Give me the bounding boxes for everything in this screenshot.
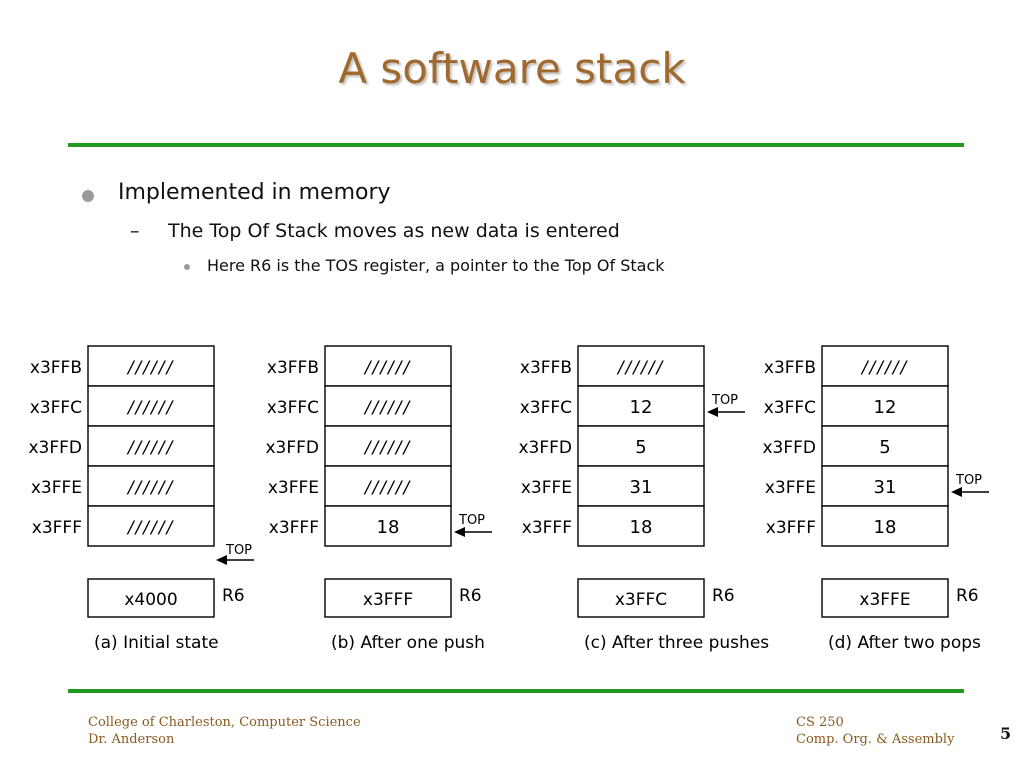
memory-cell (821, 345, 949, 387)
bullet-dot-icon (82, 190, 94, 202)
memory-cell (577, 505, 705, 547)
memory-cell (821, 465, 949, 507)
memory-cell (324, 345, 452, 387)
memory-cell (324, 505, 452, 547)
memory-cell (821, 385, 949, 427)
memory-cell-value: ////// (363, 478, 412, 498)
memory-cell (87, 505, 215, 547)
memory-address: x3FFB (520, 358, 572, 378)
memory-cell-value: ////// (126, 478, 175, 498)
memory-cell (577, 385, 705, 427)
bottom-divider (68, 689, 964, 693)
memory-cell-value: ////// (363, 358, 412, 378)
memory-cell-value: 18 (874, 517, 897, 538)
panel-caption: (b) After one push (331, 633, 485, 653)
memory-cell (821, 425, 949, 467)
page-number: 5 (1000, 724, 1012, 743)
register-label: R6 (712, 586, 735, 606)
memory-cell-value: 18 (630, 517, 653, 538)
memory-cell-value: ////// (126, 358, 175, 378)
memory-cell (87, 465, 215, 507)
memory-cell (324, 425, 452, 467)
memory-cell (577, 425, 705, 467)
register-label: R6 (459, 586, 482, 606)
memory-address: x3FFE (31, 478, 82, 498)
memory-cell-value: ////// (860, 358, 909, 378)
dash-icon: – (130, 220, 140, 242)
memory-cell (324, 385, 452, 427)
bullet-level1: Implemented in memory (118, 180, 391, 205)
memory-cell (87, 345, 215, 387)
top-divider (68, 143, 964, 147)
memory-cell-value: ////// (363, 398, 412, 418)
memory-address: x3FFB (267, 358, 319, 378)
register-label: R6 (956, 586, 979, 606)
memory-address: x3FFE (268, 478, 319, 498)
register-box (324, 578, 452, 618)
memory-address: x3FFC (267, 398, 319, 418)
memory-cell-value: 12 (630, 397, 653, 418)
footer-course-name: Comp. Org. & Assembly (796, 732, 955, 747)
top-label: TOP (955, 473, 982, 488)
memory-cell (324, 465, 452, 507)
memory-address: x3FFC (520, 398, 572, 418)
footer-right: CS 250 Comp. Org. & Assembly (796, 714, 954, 748)
memory-cell-value: ////// (126, 398, 175, 418)
top-label: TOP (225, 543, 252, 558)
memory-cell-value: 12 (874, 397, 897, 418)
memory-cell-value: ////// (126, 518, 175, 538)
footer-left: College of Charleston, Computer Science … (88, 714, 361, 748)
panel-caption: (a) Initial state (94, 633, 219, 653)
register-label: R6 (222, 586, 245, 606)
register-value: x3FFF (363, 590, 413, 610)
top-pointer-head-icon (216, 555, 227, 565)
bullet-dot-small-icon (184, 264, 190, 270)
register-value: x3FFC (615, 590, 667, 610)
register-box (577, 578, 705, 618)
register-value: x4000 (124, 590, 177, 610)
top-pointer-head-icon (707, 407, 718, 417)
memory-address: x3FFC (764, 398, 816, 418)
memory-address: x3FFB (30, 358, 82, 378)
memory-cell-value: ////// (126, 438, 175, 458)
memory-address: x3FFB (764, 358, 816, 378)
bullet-level2: The Top Of Stack moves as new data is en… (168, 220, 620, 242)
footer-institution: College of Charleston, Computer Science (88, 715, 361, 730)
top-label: TOP (458, 513, 485, 528)
memory-address: x3FFE (521, 478, 572, 498)
memory-cell-value: 31 (874, 477, 897, 498)
bullet-level3: Here R6 is the TOS register, a pointer t… (207, 256, 665, 275)
panel-caption: (d) After two pops (828, 633, 981, 653)
memory-address: x3FFD (28, 438, 82, 458)
memory-address: x3FFD (518, 438, 572, 458)
register-value: x3FFE (859, 590, 910, 610)
memory-address: x3FFF (32, 518, 82, 538)
memory-address: x3FFF (269, 518, 319, 538)
register-box (87, 578, 215, 618)
memory-address: x3FFE (765, 478, 816, 498)
memory-address: x3FFD (762, 438, 816, 458)
memory-address: x3FFF (766, 518, 816, 538)
memory-cell-value: 5 (635, 437, 646, 458)
footer-author: Dr. Anderson (88, 732, 175, 747)
footer-course: CS 250 (796, 715, 844, 730)
top-label: TOP (711, 393, 738, 408)
panel-caption: (c) After three pushes (584, 633, 769, 653)
memory-cell-value: 18 (377, 517, 400, 538)
register-box (821, 578, 949, 618)
memory-address: x3FFD (265, 438, 319, 458)
top-pointer-head-icon (951, 487, 962, 497)
memory-address: x3FFF (522, 518, 572, 538)
memory-address: x3FFC (30, 398, 82, 418)
memory-cell (87, 385, 215, 427)
memory-cell-value: ////// (363, 438, 412, 458)
slide-title: A software stack (338, 44, 686, 93)
memory-cell-value: 5 (879, 437, 890, 458)
memory-cell (577, 345, 705, 387)
memory-cell (821, 505, 949, 547)
memory-cell-value: ////// (616, 358, 665, 378)
top-pointer-head-icon (454, 527, 465, 537)
memory-cell-value: 31 (630, 477, 653, 498)
